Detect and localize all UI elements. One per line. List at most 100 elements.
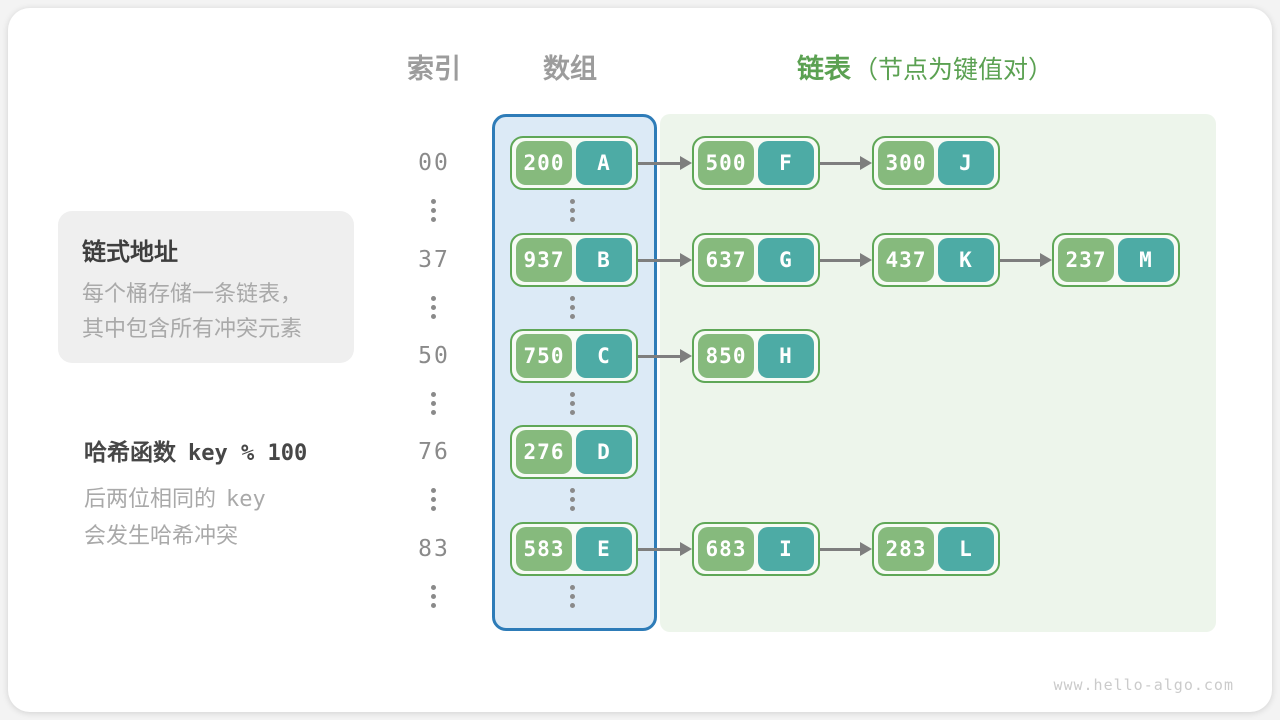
ellipsis-dot <box>431 208 436 213</box>
info-box-line-1: 每个桶存储一条链表， <box>82 282 303 307</box>
arrow-head-icon <box>680 349 692 363</box>
next-pointer-arrow <box>820 252 872 268</box>
value-cell: J <box>938 141 994 185</box>
row-index-label: 00 <box>418 150 450 176</box>
arrow-line <box>638 161 682 165</box>
key-cell: 583 <box>516 527 572 571</box>
arrow-line <box>820 258 862 262</box>
next-pointer-arrow <box>1000 252 1052 268</box>
ellipsis-dot <box>570 410 575 415</box>
ellipsis-dot <box>570 488 575 493</box>
key-cell: 283 <box>878 527 934 571</box>
ellipsis-dots <box>570 585 575 608</box>
arrow-line <box>638 354 682 358</box>
key-cell: 683 <box>698 527 754 571</box>
value-cell: K <box>938 238 994 282</box>
chaining-info-box: 链式地址 每个桶存储一条链表， 其中包含所有冲突元素 <box>58 211 354 363</box>
arrow-head-icon <box>860 156 872 170</box>
arrow-head-icon <box>1040 253 1052 267</box>
arrow-line <box>1000 258 1042 262</box>
next-pointer-arrow <box>638 348 692 364</box>
ellipsis-dots <box>431 392 436 415</box>
ellipsis-dot <box>431 603 436 608</box>
ellipsis-dots <box>431 585 436 608</box>
ellipsis-dots <box>570 488 575 511</box>
ellipsis-dot <box>570 506 575 511</box>
row-index-label: 83 <box>418 536 450 562</box>
watermark-url: www.hello-algo.com <box>1053 676 1234 694</box>
row-index-label: 50 <box>418 343 450 369</box>
row-index-label: 76 <box>418 439 450 465</box>
next-pointer-arrow <box>638 155 692 171</box>
ellipsis-dot <box>570 603 575 608</box>
key-code: key <box>226 487 266 512</box>
ellipsis-dots <box>431 488 436 511</box>
arrow-line <box>638 258 682 262</box>
hash-function-code: key % 100 <box>188 441 308 466</box>
next-pointer-arrow <box>638 541 692 557</box>
ellipsis-dot <box>431 488 436 493</box>
ellipsis-dot <box>431 217 436 222</box>
next-pointer-arrow <box>820 541 872 557</box>
value-cell: M <box>1118 238 1174 282</box>
ellipsis-dot <box>570 401 575 406</box>
linked-list-label: 链表 <box>797 54 851 85</box>
arrow-line <box>820 161 862 165</box>
arrow-line <box>820 547 862 551</box>
ellipsis-dot <box>570 497 575 502</box>
info-box-body: 每个桶存储一条链表， 其中包含所有冲突元素 <box>82 277 330 347</box>
key-cell: 437 <box>878 238 934 282</box>
ellipsis-dot <box>431 410 436 415</box>
info-box-title: 链式地址 <box>82 238 178 266</box>
value-cell: A <box>576 141 632 185</box>
key-cell: 300 <box>878 141 934 185</box>
ellipsis-dot <box>431 392 436 397</box>
key-cell: 237 <box>1058 238 1114 282</box>
ellipsis-dot <box>431 506 436 511</box>
key-cell: 200 <box>516 141 572 185</box>
ellipsis-dots <box>431 296 436 319</box>
value-cell: B <box>576 238 632 282</box>
ellipsis-dot <box>431 199 436 204</box>
ellipsis-dot <box>431 401 436 406</box>
arrow-line <box>638 547 682 551</box>
ellipsis-dot <box>570 594 575 599</box>
column-header-array: 数组 <box>543 54 597 85</box>
arrow-head-icon <box>680 542 692 556</box>
ellipsis-dot <box>431 314 436 319</box>
ellipsis-dot <box>570 314 575 319</box>
ellipsis-dot <box>431 497 436 502</box>
ellipsis-dot <box>431 594 436 599</box>
ellipsis-dot <box>570 305 575 310</box>
value-cell: E <box>576 527 632 571</box>
value-cell: F <box>758 141 814 185</box>
value-cell: L <box>938 527 994 571</box>
ellipsis-dot <box>570 208 575 213</box>
ellipsis-dot <box>431 305 436 310</box>
value-cell: G <box>758 238 814 282</box>
key-cell: 276 <box>516 430 572 474</box>
next-pointer-arrow <box>638 252 692 268</box>
arrow-head-icon <box>680 156 692 170</box>
column-header-index: 索引 <box>407 54 461 85</box>
key-cell: 937 <box>516 238 572 282</box>
value-cell: C <box>576 334 632 378</box>
value-cell: I <box>758 527 814 571</box>
ellipsis-dots <box>431 199 436 222</box>
ellipsis-dot <box>570 392 575 397</box>
key-cell: 850 <box>698 334 754 378</box>
next-pointer-arrow <box>820 155 872 171</box>
